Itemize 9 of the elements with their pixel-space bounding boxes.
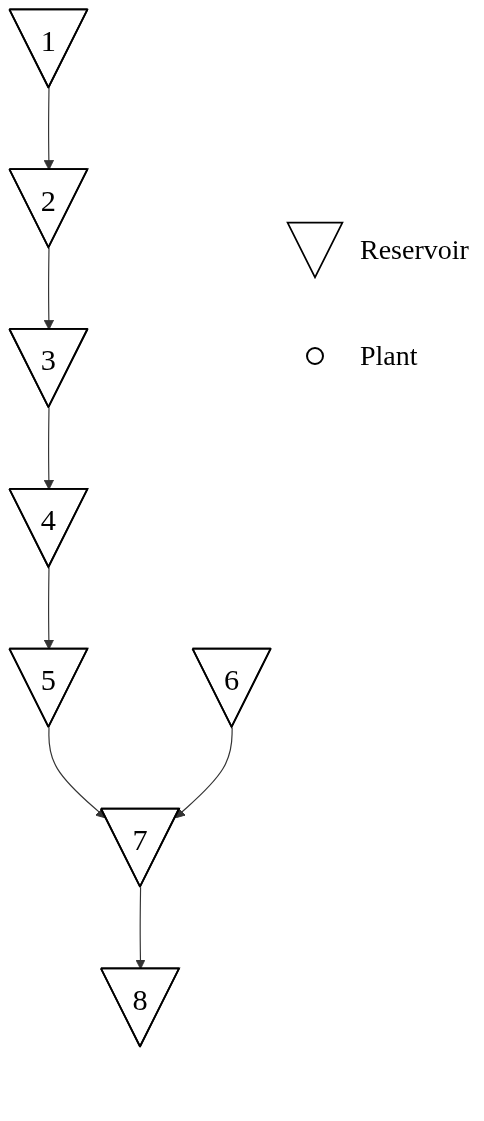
arrow: [174, 726, 233, 819]
arrow: [43, 567, 54, 650]
arrow: [43, 247, 54, 331]
arrow: [43, 407, 54, 490]
legend-label: Reservoir: [360, 234, 469, 266]
arrow: [43, 87, 54, 171]
legend-label: Plant: [360, 340, 418, 372]
arrow: [48, 726, 107, 819]
arrow: [135, 886, 146, 970]
